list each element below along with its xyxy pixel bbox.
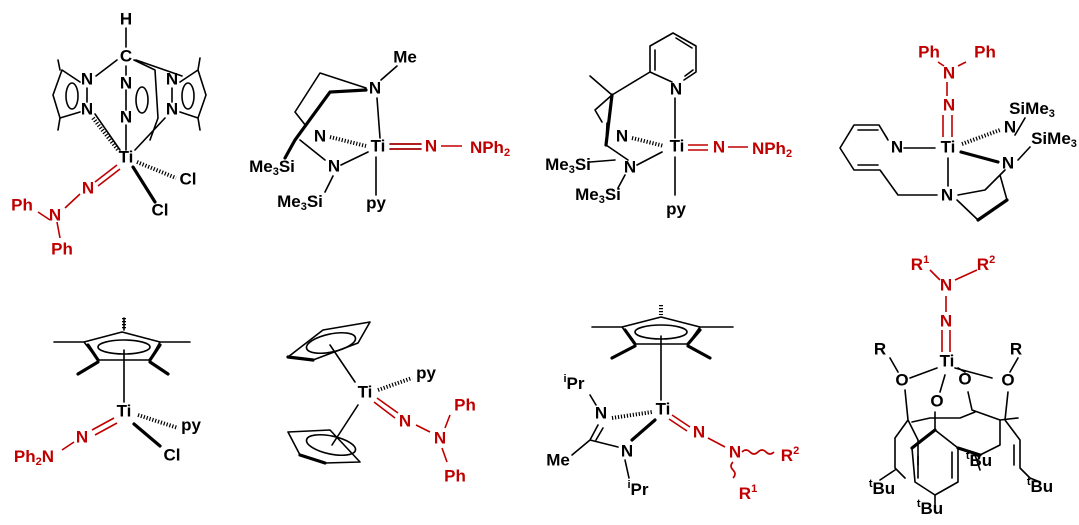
ipr-label: iPr xyxy=(563,373,584,394)
nph2-label: NPh2 xyxy=(470,138,510,158)
atom-n-imido: N xyxy=(399,411,411,430)
atom-n: N xyxy=(621,441,633,460)
atom-o: O xyxy=(895,370,908,389)
phenyl-label: Ph xyxy=(11,195,33,214)
atom-o: O xyxy=(1001,370,1014,389)
atom-n: N xyxy=(941,185,953,204)
phenyl-label: Ph xyxy=(918,42,940,61)
atom-c: C xyxy=(120,46,132,65)
atom-n-imido: N xyxy=(943,95,955,114)
tbu-label: tBu xyxy=(869,478,895,499)
atom-ti: Ti xyxy=(119,147,134,166)
complex-8-calixarene-ti-hydrazido: R1 R2 N N Ti R R O O O O tBu tBu tBu tBu xyxy=(869,254,1053,519)
atom-n: N xyxy=(891,137,903,156)
ph2n-label: Ph2N xyxy=(14,447,54,467)
atom-n: N xyxy=(166,69,178,88)
atom-n: N xyxy=(369,78,381,97)
r2-label: R2 xyxy=(781,445,799,466)
atom-ti: Ti xyxy=(670,136,685,155)
atom-n: N xyxy=(314,126,326,145)
atom-py: py xyxy=(416,363,436,382)
atom-n: N xyxy=(81,69,93,88)
complex-7-cpstar-amidinate-ti-hydrazido: Ti iPr N Me N iPr N N R2 R1 xyxy=(546,305,799,503)
nph2-label: NPh2 xyxy=(752,139,792,159)
atom-n-amino: N xyxy=(943,63,955,82)
tbu-label: tBu xyxy=(1027,476,1053,497)
atom-ti: Ti xyxy=(371,136,386,155)
atom-n-imido: N xyxy=(940,311,952,330)
atom-n: N xyxy=(595,403,607,422)
atom-ti: Ti xyxy=(940,351,955,370)
phenyl-label: Ph xyxy=(974,42,996,61)
atom-n-amino: N xyxy=(940,275,952,294)
atom-n-amino: N xyxy=(729,442,741,461)
complex-2-diamidoamine-ti-hydrazido: Me N N N Ti N NPh2 Me3Si Me3Si py xyxy=(249,47,510,212)
atom-cl: Cl xyxy=(164,445,181,464)
complex-3-pyridyl-diamido-ti-hydrazido: N N N Ti N NPh2 Me3Si Me3Si py xyxy=(545,32,792,218)
atom-n: N xyxy=(624,157,636,176)
atom-me: Me xyxy=(546,450,570,469)
atom-n-imido: N xyxy=(693,422,705,441)
tbu-label: tBu xyxy=(917,498,943,519)
atom-n-imido: N xyxy=(713,137,725,156)
phenyl-label: Ph xyxy=(444,466,466,485)
atom-n-imido: N xyxy=(425,136,437,155)
atom-me: Me xyxy=(393,47,417,66)
me3si-label: Me3Si xyxy=(277,192,323,212)
atom-py: py xyxy=(666,199,686,218)
complex-5-cpstar-ti-hydrazido: Ti py Cl N Ph2N xyxy=(14,317,201,468)
atom-n: N xyxy=(1002,153,1014,172)
alkyl-r-label: R xyxy=(874,339,886,358)
r2-label: R2 xyxy=(977,254,995,275)
r1-label: R1 xyxy=(911,254,929,275)
complex-1-tpm-ti-hydrazido: H C N N N N N N Ti Cl Cl N N Ph Ph xyxy=(11,9,207,258)
atom-n: N xyxy=(81,99,93,118)
atom-n-imido: N xyxy=(76,427,88,446)
me3si-label: Me3Si xyxy=(575,185,621,205)
atom-ti: Ti xyxy=(358,382,373,401)
atom-n-amino: N xyxy=(434,428,446,447)
atom-n: N xyxy=(328,156,340,175)
atom-o: O xyxy=(930,391,943,410)
atom-n: N xyxy=(166,99,178,118)
atom-o: O xyxy=(958,369,971,388)
atom-ti: Ti xyxy=(656,399,671,418)
phenyl-label: Ph xyxy=(51,239,73,258)
me3si-label: Me3Si xyxy=(249,157,295,177)
atom-n: N xyxy=(120,73,132,92)
atom-n: N xyxy=(1004,117,1016,136)
complex-4-pyridyl-triamine-ti-hydrazido: Ph Ph N N Ti N N N N SiMe3 SiMe3 xyxy=(839,42,1077,222)
atom-py: py xyxy=(181,415,201,434)
ipr-label: iPr xyxy=(627,479,648,500)
r1-label: R1 xyxy=(739,483,757,504)
me3si-label: Me3Si xyxy=(545,155,591,175)
atom-ti: Ti xyxy=(117,401,132,420)
phenyl-label: Ph xyxy=(454,395,476,414)
atom-cl: Cl xyxy=(152,200,169,219)
atom-n: N xyxy=(670,79,682,98)
alkyl-r-label: R xyxy=(1010,339,1022,358)
atom-h: H xyxy=(120,9,132,28)
atom-cl: Cl xyxy=(180,169,197,188)
tbu-label: tBu xyxy=(966,450,992,471)
complex-6-cp2-ti-hydrazido: Ti py N N Ph Ph xyxy=(286,321,476,485)
atom-py: py xyxy=(366,193,386,212)
atom-n: N xyxy=(616,126,628,145)
atom-n-amino: N xyxy=(49,205,61,224)
simе3-label: SiMe3 xyxy=(1009,99,1055,119)
atom-n-imido: N xyxy=(82,178,94,197)
sime3-label: SiMe3 xyxy=(1031,129,1077,149)
atom-ti: Ti xyxy=(941,137,956,156)
atom-n: N xyxy=(120,107,132,126)
